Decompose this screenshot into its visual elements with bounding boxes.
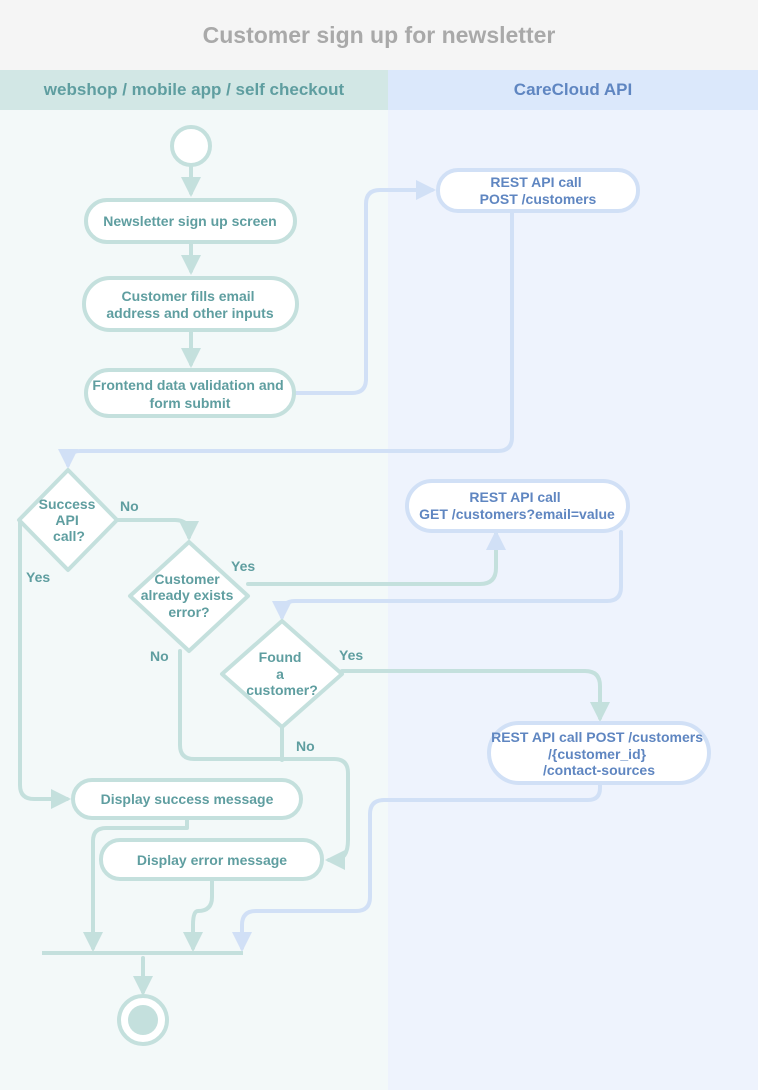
node-api-contact-line3: /contact-sources [543,762,655,778]
decision-customer-exists: Customer already exists error? [128,540,250,653]
node-api-contact-line2: /{customer_id} [548,746,647,762]
edge-contact-to-join [232,782,602,952]
label-found-yes: Yes [339,647,363,663]
decision-success-line2: API [55,512,78,528]
node-api-post-line1: REST API call [490,174,581,190]
svg-text:REST API call POST /customers: REST API call POST /customers /{customer… [491,729,707,778]
edge-exists-no [178,649,350,870]
label-found-no: No [296,738,315,754]
decision-success-line1: Success [39,496,96,512]
node-validation: Frontend data validation and form submit [84,368,296,418]
node-signup-screen: Newsletter sign up screen [84,198,297,244]
decision-found-line3: customer? [246,682,318,698]
node-api-get-customers: REST API call GET /customers?email=value [405,479,630,533]
decision-success-line3: call? [53,528,85,544]
svg-text:Success API ca: Success API call? [39,496,100,544]
node-api-get-line1: REST API call [469,489,560,505]
decision-exists-line3: error? [168,604,209,620]
diagram-title: Customer sign up for newsletter [0,0,758,70]
svg-text:REST API call GET /cus: REST API call GET /customers?email=value [419,489,615,522]
edge-found-yes [340,669,610,722]
node-validation-line1: Frontend data validation and [92,377,283,393]
edge-success-yes [18,518,71,809]
lane-header-carecloud-api: CareCloud API [388,70,758,110]
start-node [170,125,212,167]
node-error-message: Display error message [99,838,324,881]
label-success-no: No [120,498,139,514]
edge-error-msg-to-join [183,877,214,952]
node-validation-line2: form submit [150,395,231,411]
svg-text:Customer already exist: Customer already exists error? [141,571,238,620]
edge-validation-to-post [293,180,436,395]
end-node [117,994,169,1046]
decision-found-customer: Found a customer? [220,619,344,729]
label-success-yes: Yes [26,569,50,585]
edge-success-no [115,518,199,541]
edge-post-to-success [58,210,514,469]
label-exists-no: No [150,648,169,664]
edge-exists-yes [246,530,506,586]
lane-header-frontend: webshop / mobile app / self checkout [0,70,388,110]
edge-success-msg-to-join [83,817,189,952]
edge-get-to-found [272,530,623,621]
node-api-get-line2: GET /customers?email=value [419,506,615,522]
svg-text:Found a custom: Found a customer? [246,649,318,698]
node-api-post-line2: POST /customers [480,191,597,207]
label-exists-yes: Yes [231,558,255,574]
node-api-post-contact-sources: REST API call POST /customers /{customer… [487,721,711,785]
node-fills-inputs: Customer fills email address and other i… [82,276,299,332]
node-success-message: Display success message [71,778,303,820]
decision-exists-line1: Customer [154,571,220,587]
svg-text:Newsletter sign up screen: Newsletter sign up screen [103,213,277,229]
node-fills-inputs-line2: address and other inputs [106,305,273,321]
svg-text:Customer fills email a: Customer fills email address and other i… [106,288,273,321]
svg-text:Frontend data validation and: Frontend data validation and form submit [92,377,287,411]
node-api-contact-line1: REST API call POST /customers [491,729,703,745]
decision-found-line1: Found [259,649,302,665]
decision-found-line2: a [276,666,284,682]
node-success-message-text: Display success message [101,791,274,807]
decision-success-api-call: Success API call? [17,468,119,572]
svg-text:Display success message: Display success message [101,791,274,807]
node-api-post-customers: REST API call POST /customers [436,168,640,213]
node-signup-screen-text: Newsletter sign up screen [103,213,277,229]
node-error-message-text: Display error message [137,852,287,868]
svg-text:Display error message: Display error message [137,852,287,868]
svg-text:REST API call POST /cu: REST API call POST /customers [480,174,597,207]
decision-exists-line2: already exists [141,587,234,603]
node-fills-inputs-line1: Customer fills email [122,288,255,304]
